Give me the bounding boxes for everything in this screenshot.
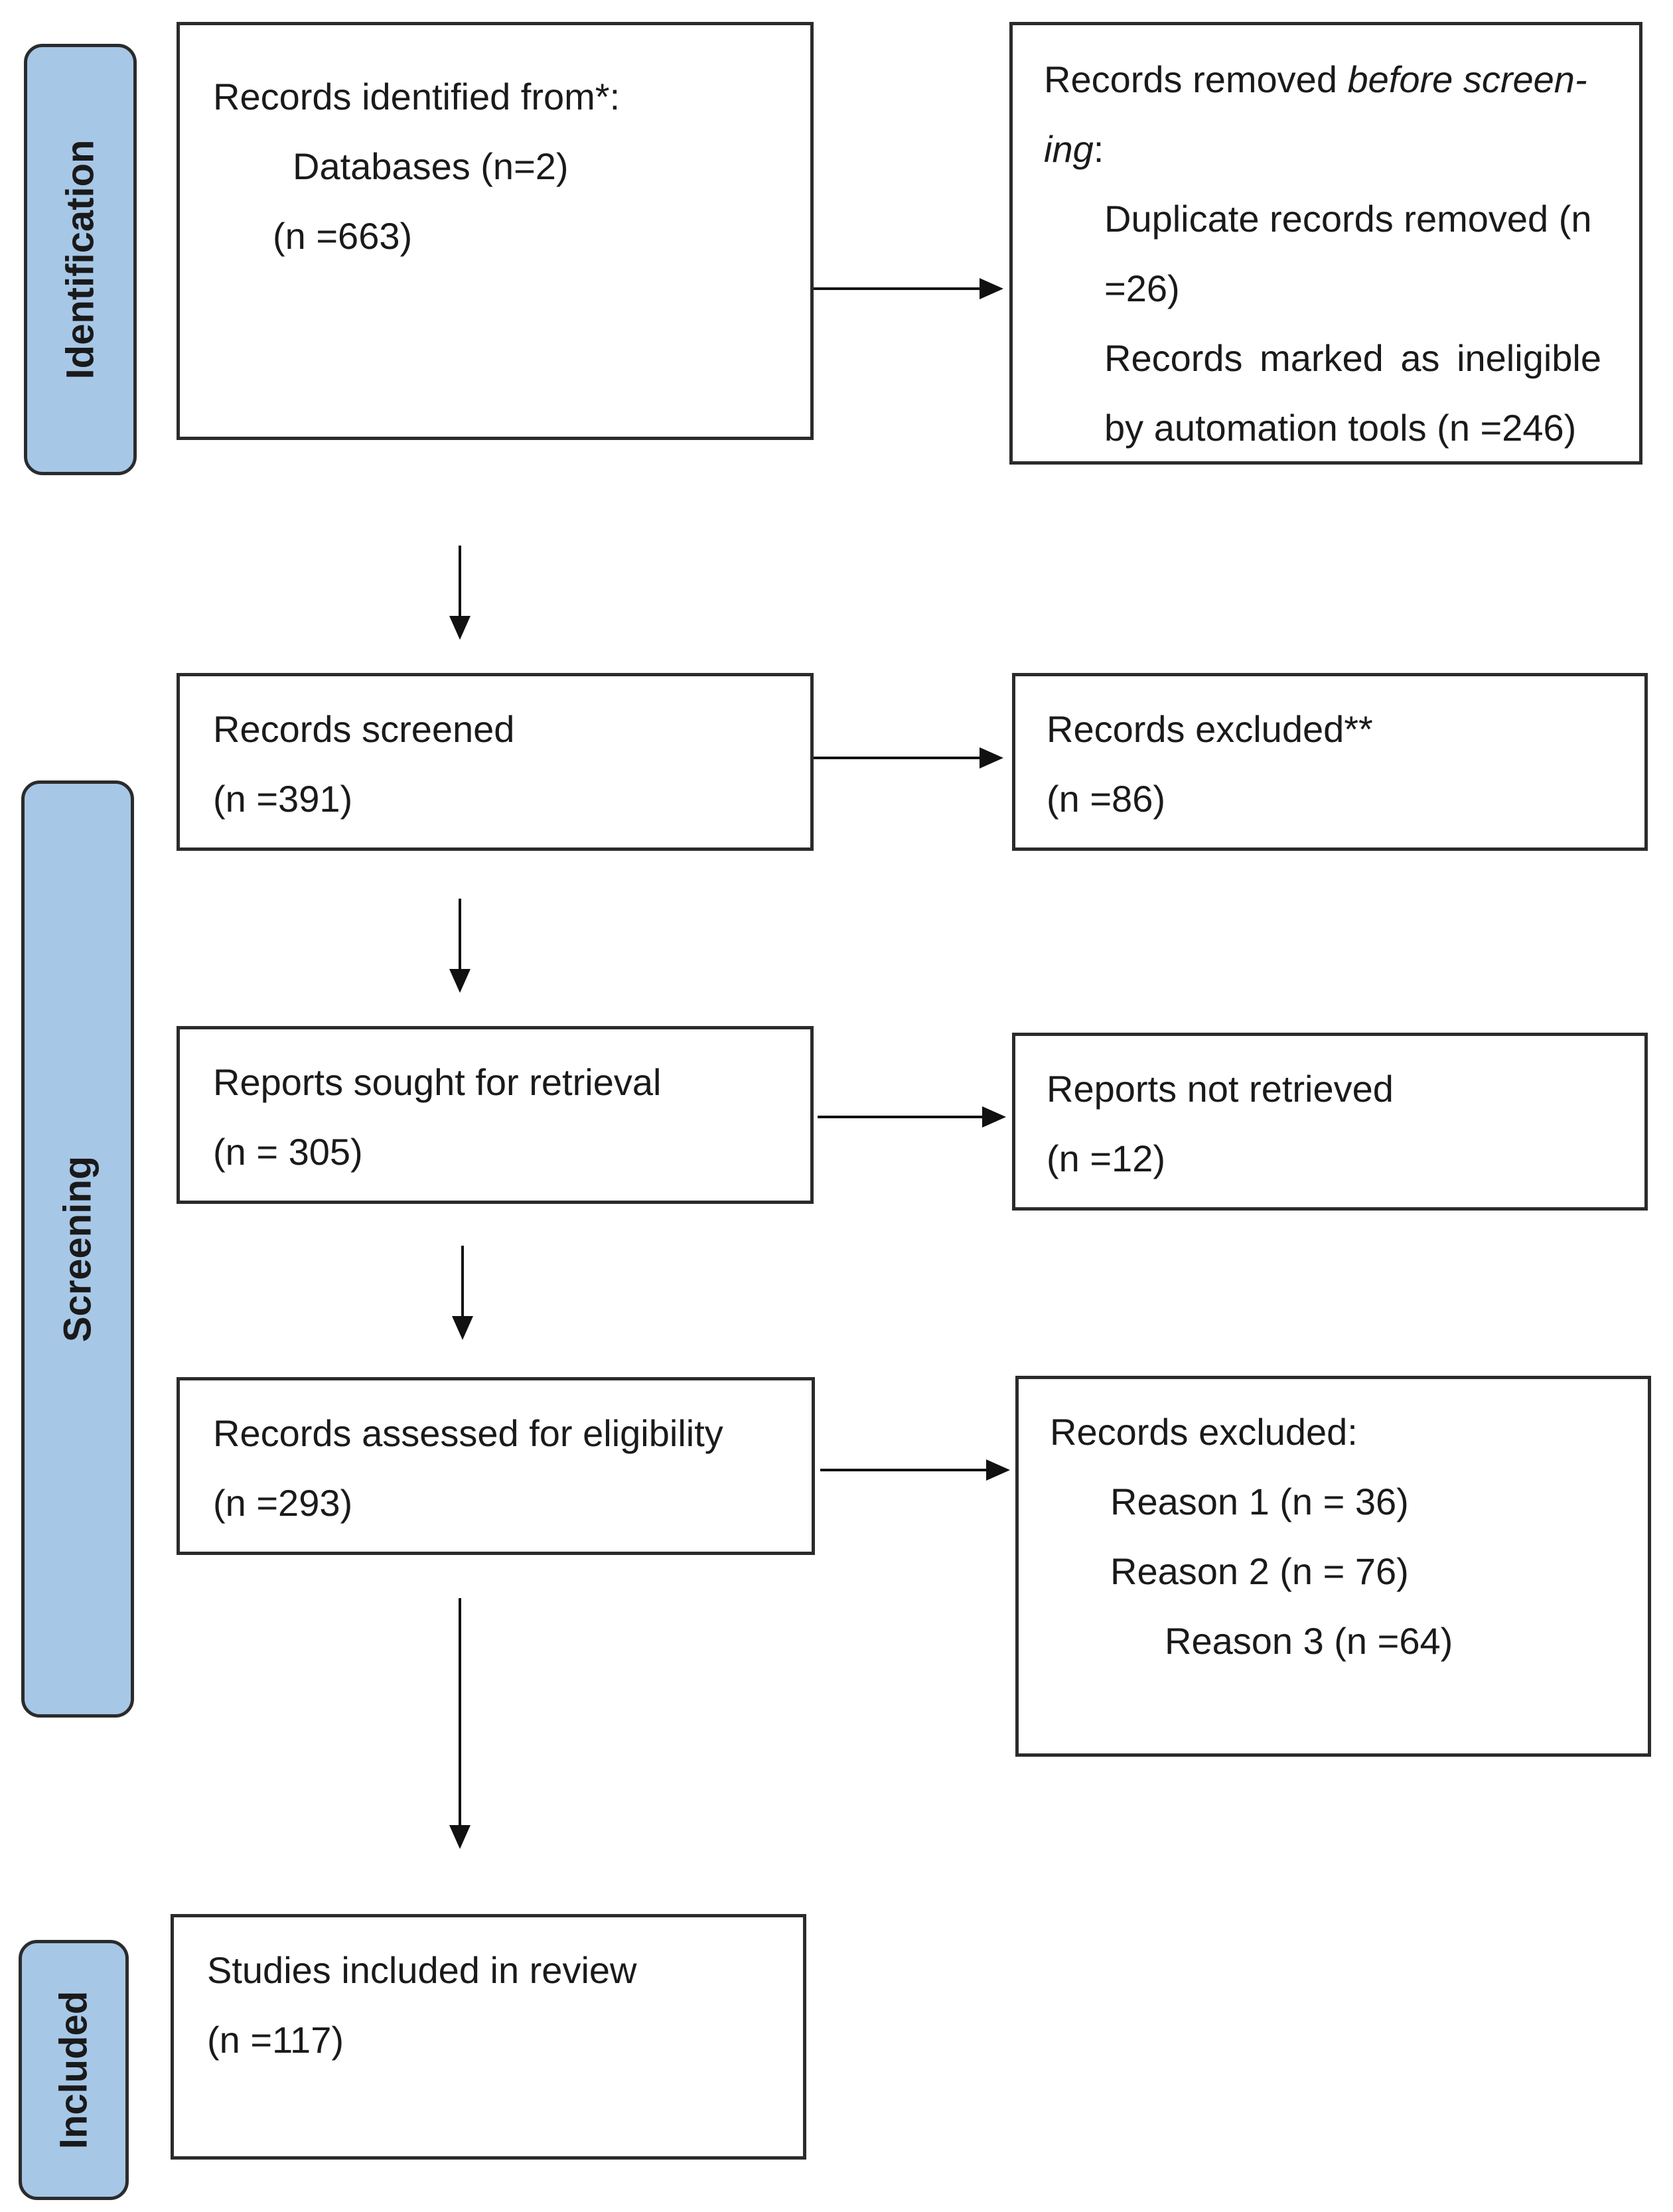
records-identified-count: (n =663) <box>273 215 413 257</box>
duplicate-records-count: =26) <box>1104 267 1180 309</box>
reports-sought-box: Reports sought for retrieval (n = 305) <box>177 1026 814 1204</box>
reports-sought-count: (n = 305) <box>213 1131 363 1173</box>
arrow-screened-to-excluded <box>814 747 1003 769</box>
ineligible-records-count: by automation tools (n =246) <box>1104 407 1577 449</box>
records-excluded-reasons-box: Records excluded: Reason 1 (n = 36) Reas… <box>1015 1376 1651 1757</box>
arrow-identified-to-screened <box>449 546 471 640</box>
records-excluded-reasons-title: Records excluded: <box>1050 1411 1358 1453</box>
arrow-assessed-to-included <box>449 1598 471 1849</box>
records-removed-box: Records removed before screen- ing: Dupl… <box>1009 22 1642 465</box>
records-identified-box: Records identified from*: Databases (n=2… <box>177 22 814 440</box>
arrow-sought-to-assessed <box>452 1246 473 1340</box>
records-screened-box: Records screened (n =391) <box>177 673 814 851</box>
stage-identification-tab: Identification <box>24 44 137 475</box>
ineligible-records: Records marked as ineligible <box>1104 337 1602 379</box>
duplicate-records: Duplicate records removed (n <box>1104 198 1592 240</box>
records-removed-title: Records removed before screen- <box>1044 58 1587 100</box>
records-removed-title-cont: ing: <box>1044 128 1104 170</box>
records-excluded-count: (n =86) <box>1047 778 1165 820</box>
records-identified-title: Records identified from*: <box>213 76 620 117</box>
stage-screening-tab: Screening <box>21 780 134 1718</box>
databases-count: Databases (n=2) <box>293 145 569 187</box>
studies-included-title: Studies included in review <box>207 1949 637 1991</box>
records-assessed-count: (n =293) <box>213 1482 353 1524</box>
arrow-identified-to-removed <box>814 278 1003 299</box>
reports-not-retrieved-title: Reports not retrieved <box>1047 1068 1394 1110</box>
records-excluded-box: Records excluded** (n =86) <box>1012 673 1648 851</box>
reason-1: Reason 1 (n = 36) <box>1110 1481 1409 1522</box>
studies-included-count: (n =117) <box>207 2019 344 2061</box>
records-screened-count: (n =391) <box>213 778 353 820</box>
records-screened-title: Records screened <box>213 708 515 750</box>
reason-3: Reason 3 (n =64) <box>1165 1620 1453 1662</box>
reports-not-retrieved-box: Reports not retrieved (n =12) <box>1012 1033 1648 1211</box>
reports-not-retrieved-count: (n =12) <box>1047 1138 1165 1179</box>
records-assessed-title: Records assessed for eligibility <box>213 1412 723 1454</box>
arrow-sought-to-not-retrieved <box>818 1106 1006 1128</box>
records-excluded-title: Records excluded** <box>1047 708 1373 750</box>
arrow-screened-to-sought <box>449 899 471 993</box>
studies-included-box: Studies included in review (n =117) <box>171 1914 806 2160</box>
reason-2: Reason 2 (n = 76) <box>1110 1550 1409 1592</box>
records-assessed-box: Records assessed for eligibility (n =293… <box>177 1377 815 1555</box>
stage-included-tab: Included <box>19 1940 129 2200</box>
arrow-assessed-to-excluded <box>820 1459 1010 1481</box>
reports-sought-title: Reports sought for retrieval <box>213 1061 662 1103</box>
